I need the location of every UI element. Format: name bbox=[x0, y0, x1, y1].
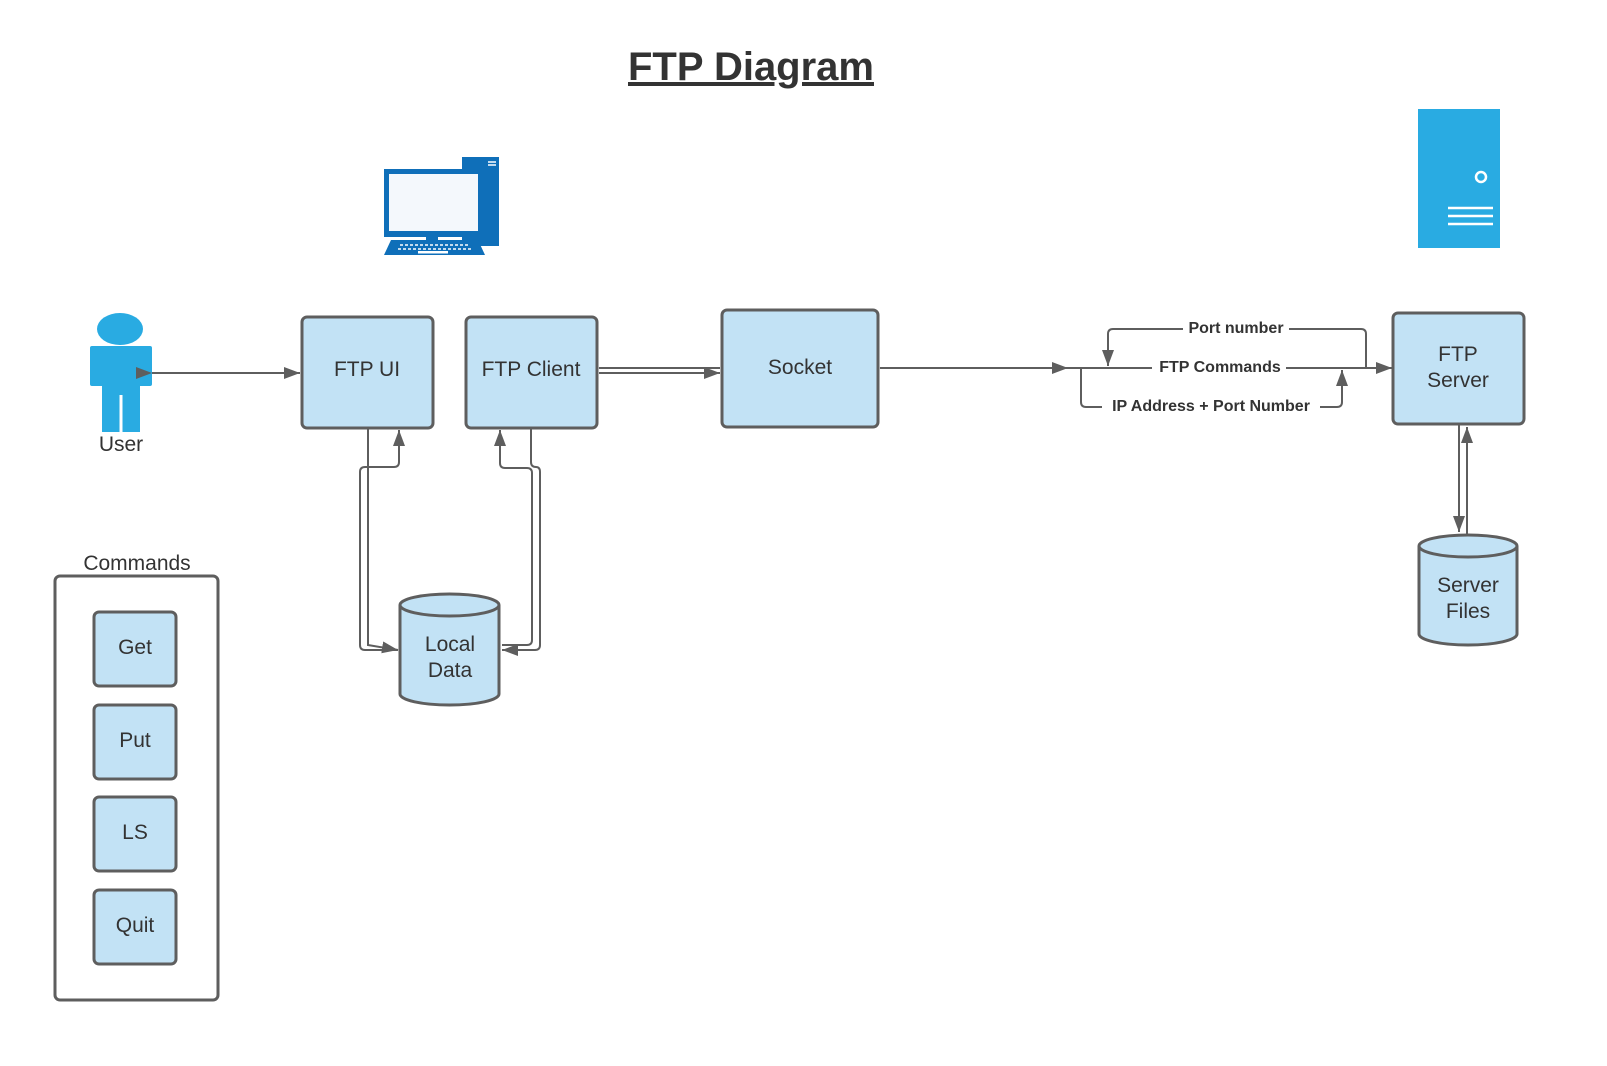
node-local-data[interactable]: Local Data bbox=[398, 592, 501, 707]
node-ftp-ui-label: FTP UI bbox=[334, 358, 400, 381]
command-ls[interactable]: LS bbox=[92, 795, 178, 873]
node-server-files[interactable]: Server Files bbox=[1417, 533, 1519, 647]
node-socket[interactable]: Socket bbox=[720, 308, 880, 429]
node-local-data-label-line2: Data bbox=[428, 659, 473, 682]
command-get[interactable]: Get bbox=[92, 610, 178, 688]
page-title: FTP Diagram bbox=[628, 45, 874, 89]
node-local-data-label-line1: Local bbox=[425, 633, 475, 656]
command-quit[interactable]: Quit bbox=[92, 888, 178, 966]
commands-heading: Commands bbox=[83, 552, 190, 575]
edge-label-port-number: Port number bbox=[1188, 320, 1283, 337]
command-ls-label: LS bbox=[122, 821, 148, 844]
edge-local-data-to-ui bbox=[359, 430, 405, 651]
node-server-files-label-line2: Files bbox=[1446, 600, 1490, 623]
user-label: User bbox=[99, 433, 143, 456]
server-tower-icon bbox=[1418, 109, 1500, 248]
command-put-label: Put bbox=[119, 729, 151, 752]
node-server-files-label-line1: Server bbox=[1437, 574, 1499, 597]
node-ftp-client[interactable]: FTP Client bbox=[464, 315, 599, 430]
command-get-label: Get bbox=[118, 636, 152, 659]
node-ftp-server-label-line1: FTP bbox=[1438, 343, 1478, 366]
desktop-computer-icon bbox=[384, 157, 499, 255]
edge-local-data-to-client bbox=[494, 430, 533, 646]
person-icon bbox=[90, 313, 152, 432]
edge-label-ftp-commands: FTP Commands bbox=[1159, 359, 1281, 376]
command-put[interactable]: Put bbox=[92, 703, 178, 781]
node-socket-label: Socket bbox=[768, 356, 832, 379]
node-ftp-server-label-line2: Server bbox=[1427, 369, 1489, 392]
command-quit-label: Quit bbox=[116, 914, 155, 937]
edge-ui-to-local-data bbox=[367, 428, 399, 654]
edge-client-to-local-data bbox=[502, 428, 541, 656]
node-ftp-client-label: FTP Client bbox=[482, 358, 581, 381]
edge-label-ip-port: IP Address + Port Number bbox=[1112, 398, 1310, 415]
node-ftp-ui[interactable]: FTP UI bbox=[300, 315, 435, 430]
node-ftp-server[interactable]: FTP Server bbox=[1391, 311, 1526, 426]
